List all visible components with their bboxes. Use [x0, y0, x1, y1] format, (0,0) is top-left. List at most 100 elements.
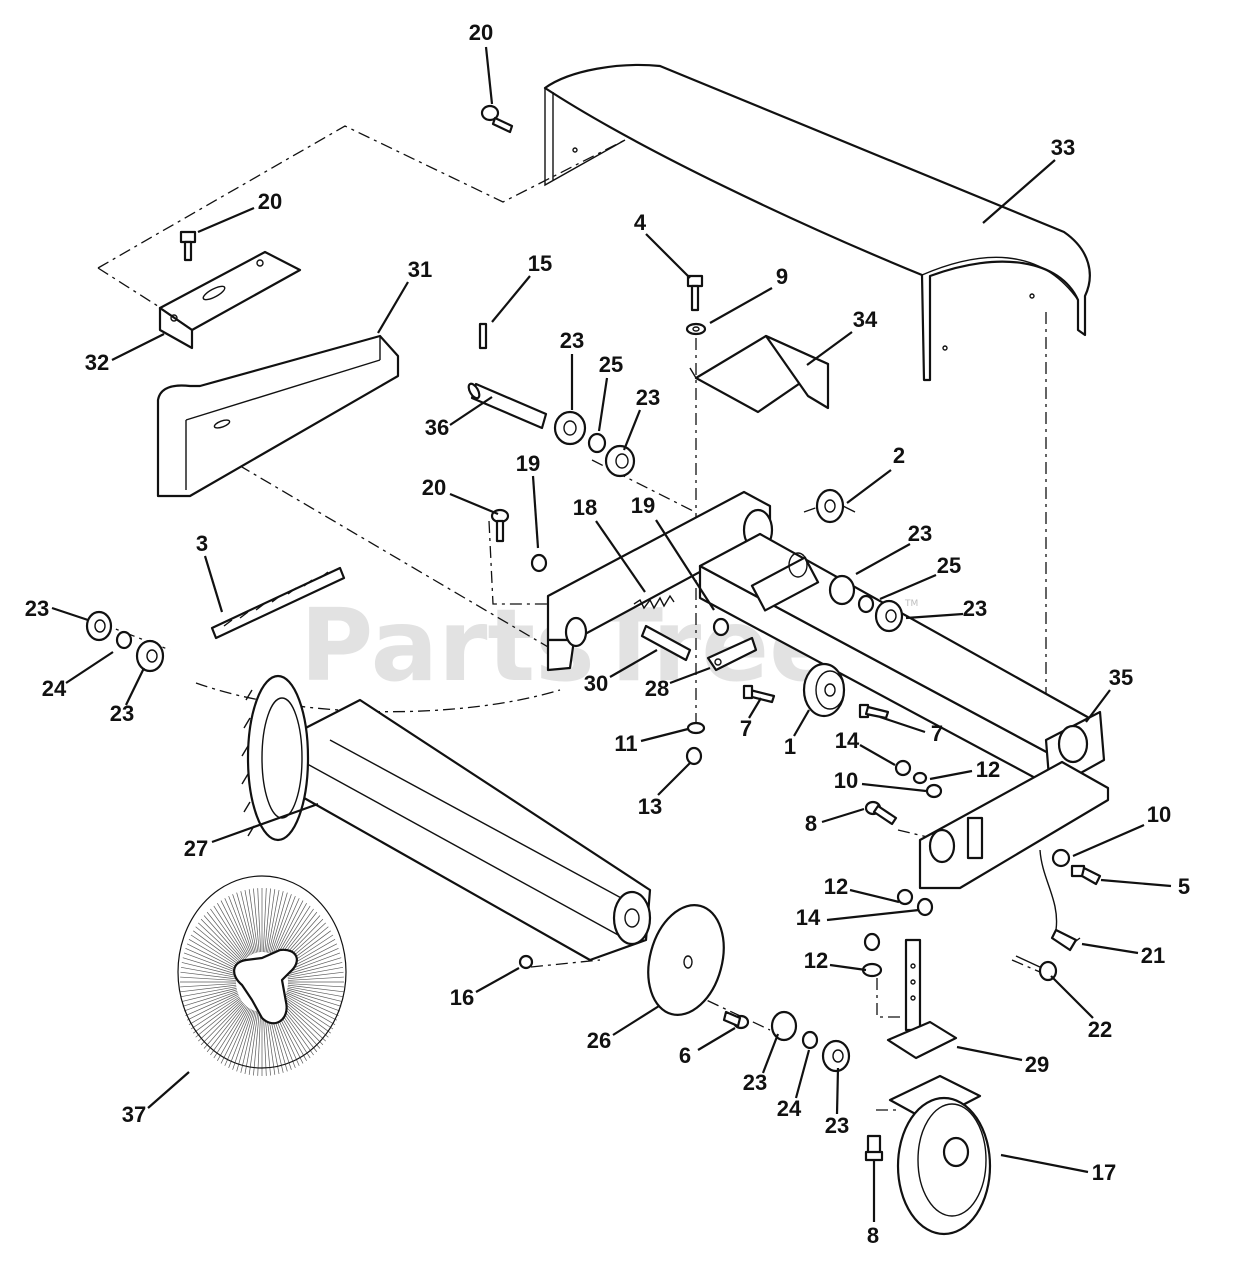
bolt-part-7-b[interactable]	[858, 703, 890, 720]
callout-label-c-12b[interactable]: 12	[824, 874, 848, 899]
callout-label-c-29[interactable]: 29	[1025, 1052, 1049, 1077]
callout-label-c-20a[interactable]: 20	[469, 20, 493, 45]
spacer-part-25-a[interactable]	[587, 432, 607, 454]
bolt-part-7-a[interactable]	[742, 684, 776, 704]
chain-part-3[interactable]	[210, 566, 346, 640]
bearing-part-23-b[interactable]	[604, 444, 636, 478]
callout-label-c-22[interactable]: 22	[1088, 1017, 1112, 1042]
callout-label-c-14b[interactable]: 14	[796, 905, 821, 930]
nut-part-19-a[interactable]	[530, 553, 548, 573]
callout-label-c-12c[interactable]: 12	[804, 948, 828, 973]
brush-core-part-27[interactable]	[241, 674, 652, 962]
spacer-part-25-b[interactable]	[857, 594, 875, 614]
callout-label-c-19b[interactable]: 19	[631, 493, 655, 518]
sprocket-part-2[interactable]	[815, 488, 856, 524]
callout-label-c-26[interactable]: 26	[587, 1028, 611, 1053]
callout-label-c-10b[interactable]: 10	[1147, 802, 1171, 827]
callout-label-c-23e[interactable]: 23	[25, 596, 49, 621]
bolt-part-20-top[interactable]	[480, 104, 514, 134]
callout-label-c-25a[interactable]: 25	[599, 352, 623, 377]
callout-label-c-18[interactable]: 18	[573, 495, 597, 520]
washer-part-10-a[interactable]	[925, 783, 943, 799]
callout-label-c-2[interactable]: 2	[893, 443, 905, 468]
callout-label-c-28[interactable]: 28	[645, 676, 669, 701]
callout-label-c-9[interactable]: 9	[776, 264, 788, 289]
nut-part-14-c[interactable]	[863, 932, 881, 952]
callout-label-c-13[interactable]: 13	[638, 794, 662, 819]
bolt-part-8-a[interactable]	[864, 800, 898, 826]
callout-label-c-27[interactable]: 27	[184, 836, 208, 861]
callout-label-c-23d[interactable]: 23	[963, 596, 987, 621]
callout-label-c-30[interactable]: 30	[584, 671, 608, 696]
callout-label-c-16[interactable]: 16	[450, 985, 474, 1010]
callout-label-c-25b[interactable]: 25	[937, 553, 961, 578]
bearing-part-23-d[interactable]	[135, 639, 165, 673]
callout-label-c-23b[interactable]: 23	[636, 385, 660, 410]
callout-label-c-35[interactable]: 35	[1109, 665, 1133, 690]
callout-label-c-8a[interactable]: 8	[805, 811, 817, 836]
callout-label-c-24a[interactable]: 24	[42, 676, 67, 701]
bearing-part-23-f[interactable]	[874, 599, 904, 633]
plate-part-34[interactable]	[689, 334, 830, 414]
callout-label-c-15[interactable]: 15	[528, 251, 552, 276]
callout-label-c-6[interactable]: 6	[679, 1043, 691, 1068]
bearing-part-23-h[interactable]	[821, 1039, 851, 1073]
pin-part-22[interactable]	[1015, 955, 1058, 982]
callout-label-c-7b[interactable]: 7	[931, 721, 943, 746]
callout-label-c-14a[interactable]: 14	[835, 728, 860, 753]
bolt-part-8-b[interactable]	[864, 1134, 884, 1162]
nut-part-19-b[interactable]	[712, 617, 730, 637]
bracket-part-28[interactable]	[706, 636, 758, 672]
bolt-part-6[interactable]	[722, 1010, 750, 1030]
washer-part-12-b[interactable]	[896, 888, 914, 906]
callout-label-c-23h[interactable]: 23	[825, 1113, 849, 1138]
callout-label-c-33[interactable]: 33	[1051, 135, 1075, 160]
callout-label-c-31[interactable]: 31	[408, 257, 432, 282]
main-frame-part-35[interactable]	[546, 490, 1110, 890]
callout-label-c-21[interactable]: 21	[1141, 943, 1165, 968]
side-panel-part-31[interactable]	[156, 334, 400, 498]
brush-wheel-part-37[interactable]	[177, 875, 347, 1076]
callout-label-c-37[interactable]: 37	[122, 1102, 146, 1127]
bolt-part-20-left[interactable]	[179, 230, 197, 262]
caster-wheel-part-17[interactable]	[888, 1074, 992, 1236]
bearing-part-23-a[interactable]	[553, 410, 587, 446]
callout-label-c-17[interactable]: 17	[1092, 1160, 1116, 1185]
washer-part-11[interactable]	[686, 721, 706, 735]
nut-part-14-b[interactable]	[916, 897, 934, 917]
bearing-part-23-e[interactable]	[828, 574, 856, 606]
rod-part-36[interactable]	[467, 382, 548, 430]
pin-part-15[interactable]	[478, 322, 488, 350]
washer-part-9[interactable]	[685, 322, 707, 336]
spacer-part-24-b[interactable]	[801, 1030, 819, 1050]
callout-label-c-11[interactable]: 11	[614, 731, 637, 756]
end-disc-part-26[interactable]	[637, 897, 736, 1024]
callout-label-c-5[interactable]: 5	[1178, 874, 1190, 899]
nut-part-14-a[interactable]	[894, 759, 912, 777]
bolt-part-20-mid[interactable]	[490, 508, 510, 543]
pulley-part-1[interactable]	[802, 662, 846, 718]
callout-label-c-19a[interactable]: 19	[516, 451, 540, 476]
washer-part-12-a[interactable]	[912, 771, 928, 785]
spacer-part-24-a[interactable]	[115, 630, 133, 650]
callout-label-c-23g[interactable]: 23	[743, 1070, 767, 1095]
callout-label-c-12a[interactable]: 12	[976, 757, 1000, 782]
callout-label-c-8b[interactable]: 8	[867, 1223, 879, 1248]
bolt-part-5[interactable]	[1070, 864, 1102, 886]
bolt-part-4[interactable]	[686, 274, 704, 312]
callout-label-c-23f[interactable]: 23	[110, 701, 134, 726]
hood-part-33[interactable]	[543, 63, 1091, 382]
bearing-part-23-g[interactable]	[770, 1010, 798, 1042]
callout-label-c-20b[interactable]: 20	[258, 189, 282, 214]
cable-part-21[interactable]	[1039, 849, 1081, 952]
caster-post-part-29[interactable]	[886, 938, 958, 1060]
callout-label-c-23c[interactable]: 23	[908, 521, 932, 546]
callout-label-c-32[interactable]: 32	[85, 350, 109, 375]
callout-label-c-10a[interactable]: 10	[834, 768, 858, 793]
callout-label-c-7a[interactable]: 7	[740, 716, 752, 741]
callout-label-c-3[interactable]: 3	[196, 531, 208, 556]
bracket-part-32[interactable]	[158, 250, 302, 350]
callout-label-c-20c[interactable]: 20	[422, 475, 446, 500]
callout-label-c-24b[interactable]: 24	[777, 1096, 802, 1121]
spring-part-18[interactable]	[633, 594, 675, 610]
